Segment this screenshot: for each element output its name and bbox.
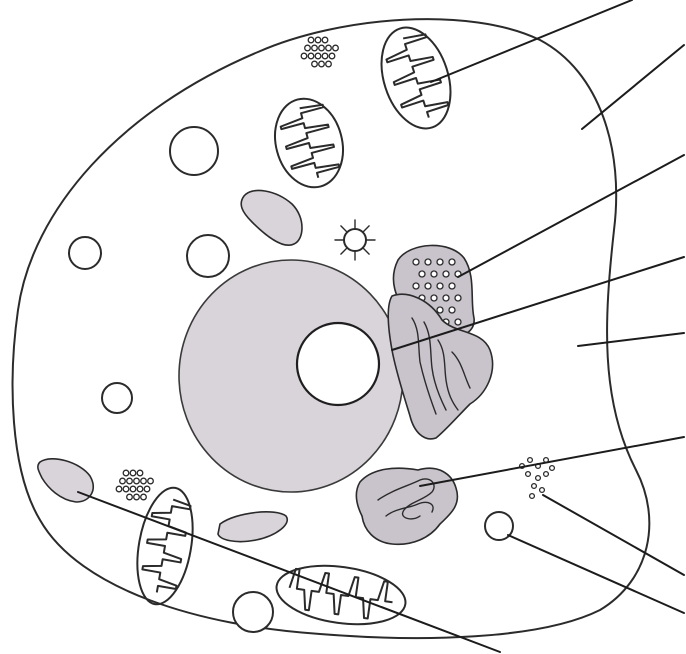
vesicle-dot xyxy=(329,53,335,59)
centrosome-ray xyxy=(363,248,369,254)
vesicle-cluster-left xyxy=(116,470,153,500)
leader-line xyxy=(543,495,684,575)
vesicle-dot xyxy=(305,45,311,51)
lysosome xyxy=(218,512,287,542)
leader-line xyxy=(508,535,684,613)
vacuole xyxy=(233,592,273,632)
vesicle-dot xyxy=(449,259,455,265)
vesicle-dot xyxy=(437,307,443,313)
vesicle-dot xyxy=(308,53,314,59)
vesicle-dot xyxy=(134,494,140,500)
vesicle-dot xyxy=(425,283,431,289)
vesicle-dot xyxy=(528,458,533,463)
vesicle-dot xyxy=(449,283,455,289)
vesicle-dot xyxy=(301,53,307,59)
vesicle-dot xyxy=(130,486,136,492)
vesicle-dot xyxy=(333,45,339,51)
vacuole xyxy=(69,237,101,269)
vesicle-dot xyxy=(413,259,419,265)
vesicle-dot xyxy=(120,478,126,484)
leader-line xyxy=(431,0,632,82)
vesicle-dot xyxy=(532,484,537,489)
vesicle-dot xyxy=(443,295,449,301)
vesicle-dot xyxy=(312,45,318,51)
vesicle-dot xyxy=(437,283,443,289)
centrosome-ray xyxy=(341,248,347,254)
vesicle-dot xyxy=(322,37,328,43)
vesicle-dot xyxy=(137,486,143,492)
vesicle-dot xyxy=(326,61,332,67)
secretory-complex xyxy=(356,468,457,544)
leader-line xyxy=(420,437,684,486)
vesicle-dot xyxy=(449,307,455,313)
vesicle-dot xyxy=(315,37,321,43)
vesicle-dot xyxy=(148,478,154,484)
vesicle-dot xyxy=(308,37,314,43)
vesicle-dot xyxy=(116,486,122,492)
vesicle-dot xyxy=(550,466,555,471)
vesicle-dot xyxy=(425,259,431,265)
mitochondrion-top-right xyxy=(369,19,462,138)
vesicle-dot xyxy=(526,472,531,477)
vesicle-dot xyxy=(530,494,535,499)
leader-line xyxy=(582,45,684,129)
secretory-outer xyxy=(356,468,457,544)
vesicle-dot xyxy=(141,494,147,500)
vacuole xyxy=(187,235,229,277)
mitochondrion-bottom xyxy=(273,558,410,632)
vesicle-dot xyxy=(455,295,461,301)
vesicle-dot xyxy=(431,271,437,277)
vesicle-dot xyxy=(144,486,150,492)
vesicle-cluster-top xyxy=(301,37,338,67)
vesicle-dot xyxy=(419,271,425,277)
vesicle-dot xyxy=(123,470,129,476)
vesicle-dot xyxy=(544,472,549,477)
mitochondrion-cristae xyxy=(139,496,191,595)
vesicle-dot xyxy=(322,53,328,59)
centrosome xyxy=(335,220,375,260)
vesicle-dot xyxy=(123,486,129,492)
vesicle-dot xyxy=(134,478,140,484)
vesicle-dot xyxy=(130,470,136,476)
vesicle-dot xyxy=(443,271,449,277)
centrosome-ray xyxy=(363,226,369,232)
vesicle-dot xyxy=(455,319,461,325)
vesicle-dot xyxy=(141,478,147,484)
vesicle-dot xyxy=(312,61,318,67)
vesicle-dot xyxy=(315,53,321,59)
vesicle-dot xyxy=(127,494,133,500)
mitochondrion-upper-middle xyxy=(265,91,352,195)
leader-line xyxy=(578,333,684,346)
vacuole xyxy=(102,383,132,413)
mitochondrion-lower-left xyxy=(129,483,201,608)
nucleolus xyxy=(297,323,379,405)
vesicle-dot xyxy=(431,295,437,301)
vesicle-dot xyxy=(326,45,332,51)
vesicle-dot xyxy=(127,478,133,484)
vesicle-dot xyxy=(137,470,143,476)
vesicle-dot xyxy=(319,61,325,67)
vacuole xyxy=(170,127,218,175)
vesicle-dot xyxy=(536,476,541,481)
vesicle-dot xyxy=(413,283,419,289)
vesicle-dot xyxy=(540,488,545,493)
vesicle-dot xyxy=(437,259,443,265)
lysosome xyxy=(241,190,302,245)
centrosome-ray xyxy=(341,226,347,232)
vesicle-dot xyxy=(319,45,325,51)
leader-line xyxy=(458,155,684,277)
